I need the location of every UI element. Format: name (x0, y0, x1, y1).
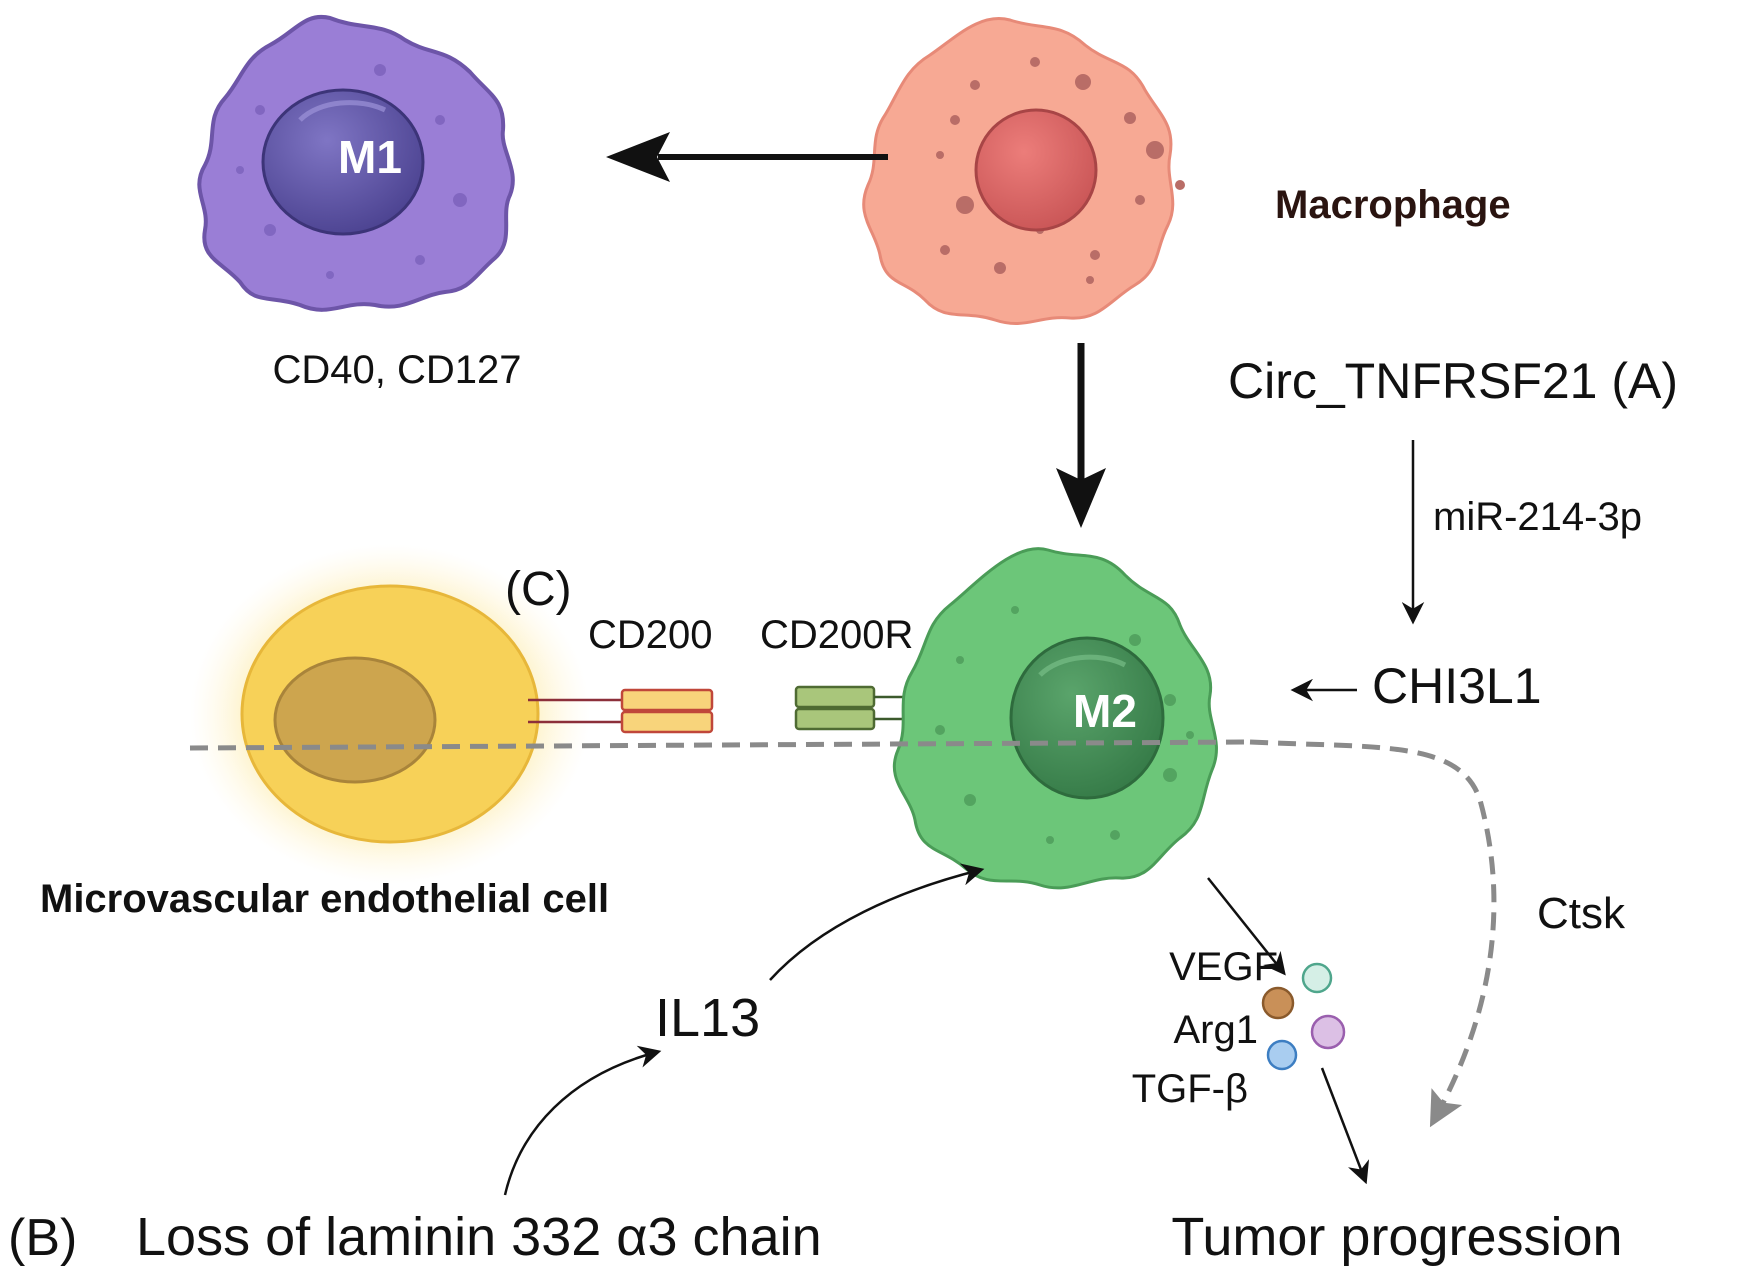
m2-nucleus (1009, 636, 1165, 800)
arrow-m2-to-factors (1207, 877, 1286, 976)
factor-arg1-label: Arg1 (1174, 1008, 1259, 1052)
m1-markers: CD40, CD127 (272, 348, 521, 392)
m1-nucleus (261, 88, 425, 236)
m2-label: M2 (1073, 685, 1137, 737)
pathway-c-tag: (C) (505, 563, 572, 616)
cd200r-label: CD200R (760, 613, 913, 657)
pathway-b-tag: (B) (8, 1209, 77, 1267)
tumor-progression-label: Tumor progression (1171, 1207, 1622, 1267)
m2-cell: M2 (892, 547, 1218, 890)
cd200-ligand (528, 688, 714, 734)
endothelial-cell (190, 544, 590, 884)
il13-label: IL13 (655, 988, 760, 1048)
ctsk-dashed-arrow (1249, 739, 1497, 1128)
m1-cell: M1 (197, 14, 515, 312)
ctsk-label: Ctsk (1537, 889, 1626, 938)
macrophage-label: Macrophage (1275, 183, 1511, 227)
arrow-il13-to-m2 (769, 863, 985, 981)
macrophage-nucleus (974, 108, 1098, 232)
factor-vegf-label: VEGF (1169, 945, 1278, 989)
secreted-factor-dots (1261, 962, 1346, 1071)
endothelial-label: Microvascular endothelial cell (40, 877, 609, 921)
m1-label: M1 (338, 131, 402, 183)
mir-214-3p-label: miR-214-3p (1433, 495, 1642, 539)
arrow-laminin-to-il13 (503, 1045, 662, 1196)
endothelial-nucleus (273, 656, 437, 784)
arrow-macrophage-to-m1 (606, 132, 888, 182)
arrow-macrophage-to-m2 (1056, 343, 1106, 528)
factor-tgfb-label: TGF-β (1132, 1067, 1248, 1111)
chi3l1-label: CHI3L1 (1372, 658, 1542, 714)
laminin-loss-label: Loss of laminin 332 α3 chain (136, 1207, 822, 1267)
macrophage-cell (862, 17, 1185, 325)
cd200-label: CD200 (588, 613, 713, 657)
circ-tnfrsf21-label: Circ_TNFRSF21 (A) (1228, 353, 1678, 409)
arrow-factors-to-tumor (1320, 1067, 1370, 1185)
membrane-dashed-line (189, 739, 1251, 751)
